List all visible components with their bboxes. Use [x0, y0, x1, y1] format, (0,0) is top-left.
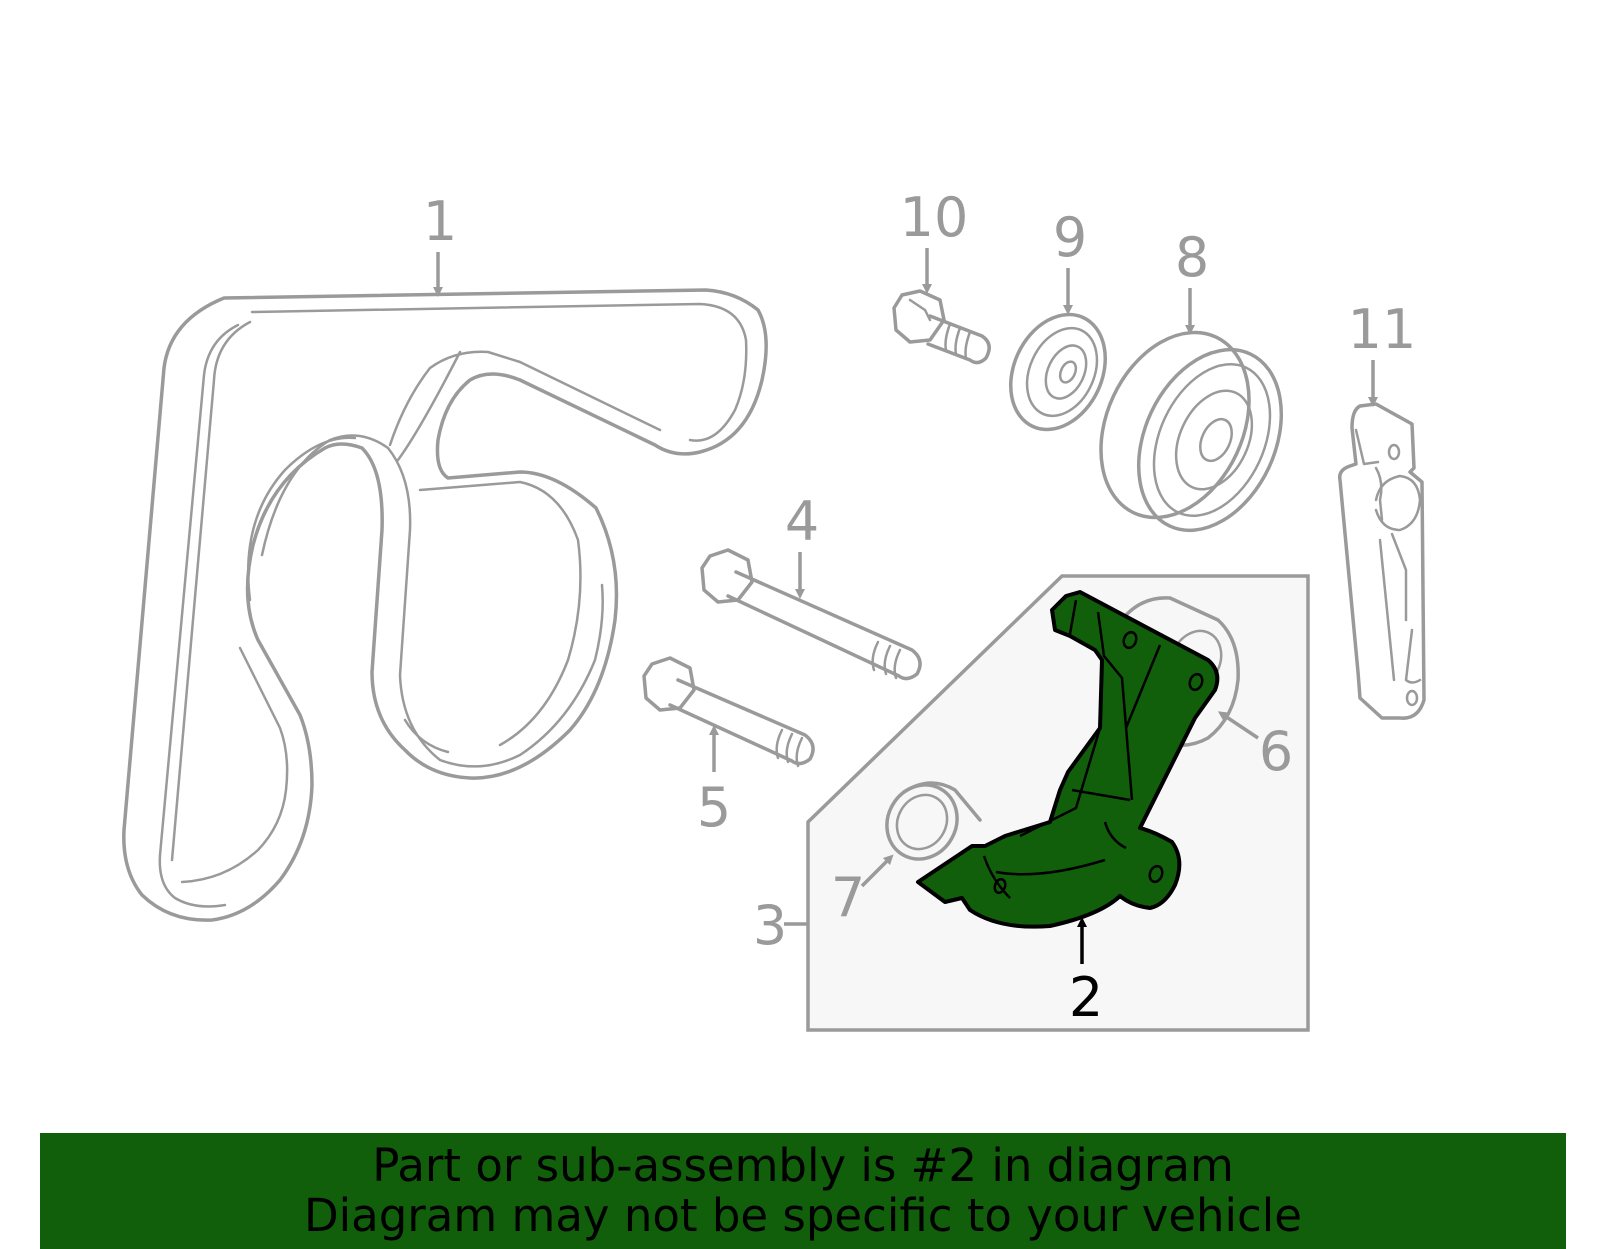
callout-8: 8 [1175, 226, 1209, 289]
callout-5: 5 [697, 776, 731, 839]
info-banner: Part or sub-assembly is #2 in diagram Di… [40, 1133, 1566, 1249]
leader-lines [433, 248, 1378, 964]
banner-line-2: Diagram may not be specific to your vehi… [304, 1189, 1302, 1242]
bolt-part-10 [892, 289, 991, 365]
callout-4: 4 [785, 490, 819, 553]
bracket-part-11 [1337, 402, 1426, 720]
callout-7: 7 [831, 866, 865, 929]
tensioner-arm-body [916, 590, 1220, 929]
callout-9: 9 [1053, 206, 1087, 269]
belt-part-1 [122, 288, 768, 922]
banner-line-1: Part or sub-assembly is #2 in diagram [372, 1139, 1234, 1192]
tensioner-arm-part-2 [916, 590, 1220, 929]
callout-1: 1 [423, 190, 457, 253]
pulley-part-8 [1099, 330, 1284, 533]
bolt-part-5 [642, 656, 815, 768]
callout-10: 10 [900, 186, 969, 249]
callout-3: 3 [753, 894, 787, 957]
callout-6: 6 [1259, 720, 1293, 783]
washer-part-9 [1008, 312, 1108, 432]
bushing-part-7 [885, 781, 982, 861]
bolt-part-4 [700, 548, 922, 681]
callout-2: 2 [1069, 966, 1103, 1029]
callout-11: 11 [1348, 298, 1417, 361]
